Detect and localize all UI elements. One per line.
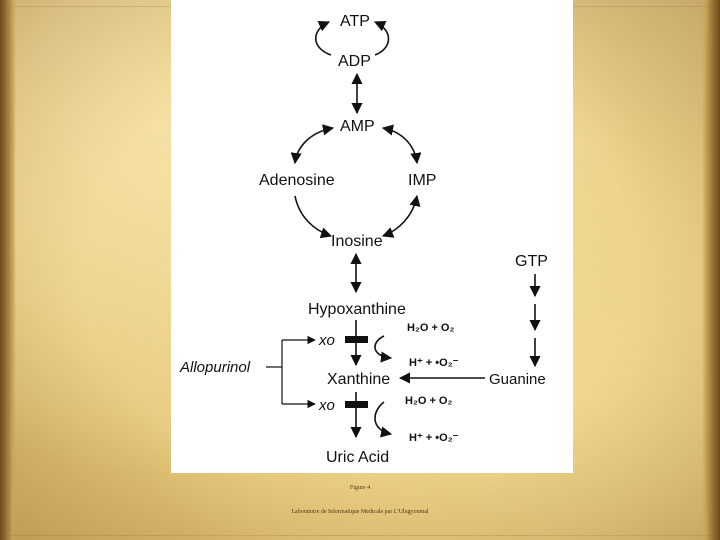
allopurinol-label: Allopurinol xyxy=(179,359,251,376)
figure-panel: ATP ADP AMP Adenosine IMP Inosine Hypoxa… xyxy=(171,0,573,473)
h-o2-top-label: H⁺ + •O₂⁻ xyxy=(409,357,459,369)
xo-top-label: xo xyxy=(318,332,335,349)
purine-metabolism-diagram: ATP ADP AMP Adenosine IMP Inosine Hypoxa… xyxy=(171,0,573,473)
xo-bottom-label: xo xyxy=(318,397,335,414)
figure-credit: Laboratoire de Informatique Medicale par… xyxy=(0,509,720,515)
atp-adp-cycle-left-arrow xyxy=(316,22,331,55)
uric-acid-label: Uric Acid xyxy=(326,449,389,466)
gtp-label: GTP xyxy=(515,253,548,270)
h-o2-bottom-label: H⁺ + •O₂⁻ xyxy=(409,432,459,444)
amp-to-imp-arrow xyxy=(383,128,417,163)
h2o-o2-bottom-label: H₂O + O₂ xyxy=(405,395,452,407)
imp-to-inosine-arrow xyxy=(383,196,417,236)
adp-label: ADP xyxy=(338,53,371,70)
hypoxanthine-label: Hypoxanthine xyxy=(308,301,406,318)
xanthine-label: Xanthine xyxy=(327,371,390,388)
figure-caption: Figure 4 xyxy=(0,485,720,491)
atp-label: ATP xyxy=(340,13,370,30)
amp-to-adenosine-arrow xyxy=(295,128,333,163)
xo-bottom-inhibition-bar xyxy=(345,401,368,408)
amp-label: AMP xyxy=(340,118,375,135)
atp-adp-cycle-right-arrow xyxy=(375,22,389,55)
top-side-reaction-arrow xyxy=(375,336,391,358)
guanine-label: Guanine xyxy=(489,371,546,388)
imp-label: IMP xyxy=(408,172,436,189)
h2o-o2-top-label: H₂O + O₂ xyxy=(407,322,454,334)
xo-top-inhibition-bar xyxy=(345,336,368,343)
adenosine-label: Adenosine xyxy=(259,172,335,189)
adenosine-to-inosine-arrow xyxy=(295,196,331,236)
inosine-label: Inosine xyxy=(331,233,383,250)
bottom-side-reaction-arrow xyxy=(375,402,391,434)
